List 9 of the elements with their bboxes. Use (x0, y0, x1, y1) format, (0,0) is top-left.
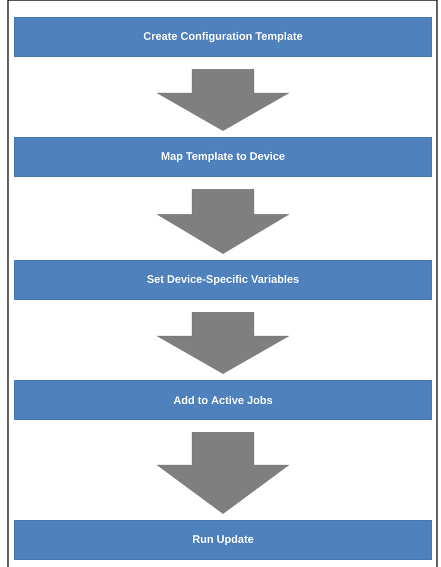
process-box: Create Configuration Template (14, 17, 432, 57)
block-arrow (156, 432, 290, 514)
process-box: Run Update (14, 520, 432, 560)
block-arrow (156, 312, 290, 374)
block-arrow (156, 69, 290, 131)
process-box: Set Device-Specific Variables (14, 260, 432, 300)
process-box: Map Template to Device (14, 137, 432, 177)
block-arrow (156, 189, 290, 254)
process-box: Add to Active Jobs (14, 380, 432, 420)
